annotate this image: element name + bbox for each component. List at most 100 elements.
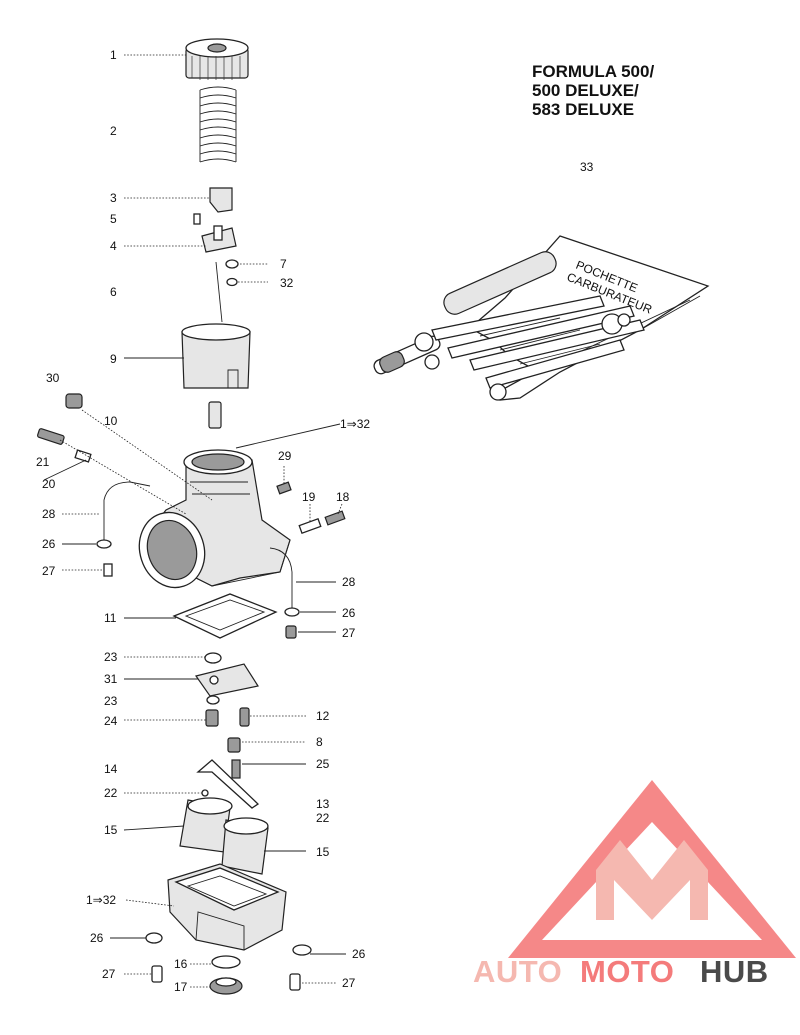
callout-1-to-32-top: 1⇒32 [340, 417, 370, 431]
callout-1: 1 [110, 48, 117, 62]
callout-20: 20 [42, 477, 56, 491]
callout-31: 31 [104, 672, 118, 686]
callout-28-left: 28 [42, 507, 56, 521]
callout-12: 12 [316, 709, 330, 723]
part-27-screw-left [103, 563, 113, 577]
part-28-vent-tube-right [269, 547, 293, 608]
part-17-drain-plug [209, 977, 243, 995]
part-9-throttle-valve [181, 323, 251, 389]
tool-wrench-2 [447, 305, 635, 359]
part-20-spring [74, 449, 92, 463]
model-title-line-1: FORMULA 500/ [532, 62, 655, 81]
part-16-o-ring [211, 955, 241, 969]
callout-8: 8 [316, 735, 323, 749]
part-26-clamp-bottom-right [292, 944, 312, 956]
part-27-screw-bottom-right [289, 973, 301, 991]
callout-6: 6 [110, 285, 117, 299]
callout-2: 2 [110, 124, 117, 138]
part-6-jet-needle [215, 261, 223, 323]
part-28-vent-tube-left [103, 481, 151, 540]
callout-27-bottom-left: 27 [102, 967, 116, 981]
part-27-screw-bottom-left [151, 965, 163, 983]
callout-23-lower: 23 [104, 694, 118, 708]
part-23-o-ring-lower [206, 695, 220, 705]
callout-33: 33 [580, 160, 594, 174]
part-31-baffle-plate [195, 663, 259, 697]
leader-lines [43, 54, 346, 988]
part-8-needle-valve [227, 737, 241, 753]
callout-22-left: 22 [104, 786, 118, 800]
callout-21: 21 [36, 455, 50, 469]
part-14-float-arm [196, 759, 260, 809]
part-18-screw [324, 510, 346, 526]
tool-wrench-3 [469, 319, 645, 371]
part-24-main-jet [205, 709, 219, 727]
callout-29: 29 [278, 449, 292, 463]
part-26-clamp-left [96, 539, 112, 549]
callout-27-right: 27 [342, 626, 356, 640]
callout-26-bottom-right: 26 [352, 947, 366, 961]
part-19-spring [298, 517, 322, 535]
callout-30: 30 [46, 371, 60, 385]
callout-26-left: 26 [42, 537, 56, 551]
part-15-float-right [221, 817, 269, 875]
part-5-screw [193, 213, 201, 225]
callout-22-right: 22 [316, 811, 330, 825]
callout-26-right: 26 [342, 606, 356, 620]
callout-24: 24 [104, 714, 118, 728]
part-26-clamp-right [284, 607, 300, 617]
callout-1-to-32-bottom: 1⇒32 [86, 893, 116, 907]
part-29-screw [276, 481, 292, 495]
float-bowl [167, 863, 287, 951]
part-7-clip [225, 259, 239, 269]
part-25-pin [231, 759, 241, 779]
part-10-needle-jet [208, 401, 222, 429]
callout-13: 13 [316, 797, 330, 811]
callout-10: 10 [104, 414, 118, 428]
part-21-air-screw [37, 428, 65, 445]
carburetor-body [138, 449, 291, 589]
tool-screwdriver-handle [443, 251, 557, 315]
part-12-pilot-jet [239, 707, 250, 727]
part-23-o-ring-upper [204, 652, 222, 664]
callout-18: 18 [336, 490, 350, 504]
logo-text-auto: AUTO [473, 954, 562, 989]
callout-16: 16 [174, 957, 188, 971]
part-22-washer [201, 789, 209, 797]
callout-4: 4 [110, 239, 117, 253]
callout-7: 7 [280, 257, 287, 271]
logo-text-hub: HUB [700, 954, 769, 989]
callout-23-upper: 23 [104, 650, 118, 664]
model-title-line-2: 500 DELUXE/ [532, 81, 639, 100]
callout-15-right: 15 [316, 845, 330, 859]
model-title: FORMULA 500/ 500 DELUXE/ 583 DELUXE [532, 62, 654, 119]
callout-27-left: 27 [42, 564, 56, 578]
part-26-clamp-bottom-left [145, 932, 163, 944]
callout-labels: 1 2 3 5 4 7 32 6 9 30 10 1⇒32 21 20 29 1… [36, 48, 594, 994]
tool-wrench-4 [485, 339, 625, 389]
callout-32: 32 [280, 276, 294, 290]
part-27-screw-right [285, 625, 297, 639]
tool-wrench-1 [431, 295, 605, 341]
callout-25: 25 [316, 757, 330, 771]
part-3-spring-seat [209, 187, 233, 213]
callout-19: 19 [302, 490, 316, 504]
part-4-needle-retainer-plate [201, 225, 237, 253]
part-11-float-bowl-gasket [172, 593, 278, 639]
callout-17: 17 [174, 980, 188, 994]
callout-3: 3 [110, 191, 117, 205]
logo-text-moto: MOTO [580, 954, 674, 989]
callout-14: 14 [104, 762, 118, 776]
callout-28-right: 28 [342, 575, 356, 589]
part-32-ring [226, 277, 238, 287]
callout-9: 9 [110, 352, 117, 366]
watermark-logo: AUTO MOTO HUB [473, 780, 796, 989]
callout-27-bottom-right: 27 [342, 976, 356, 990]
part-15-float-left [179, 797, 233, 853]
carburetor-tool-kit: POCHETTE CARBURATEUR [373, 235, 710, 401]
callout-15-left: 15 [104, 823, 118, 837]
part-2-throttle-valve-spring [199, 86, 237, 163]
part-30-cap [65, 393, 83, 409]
callout-26-bottom-left: 26 [90, 931, 104, 945]
